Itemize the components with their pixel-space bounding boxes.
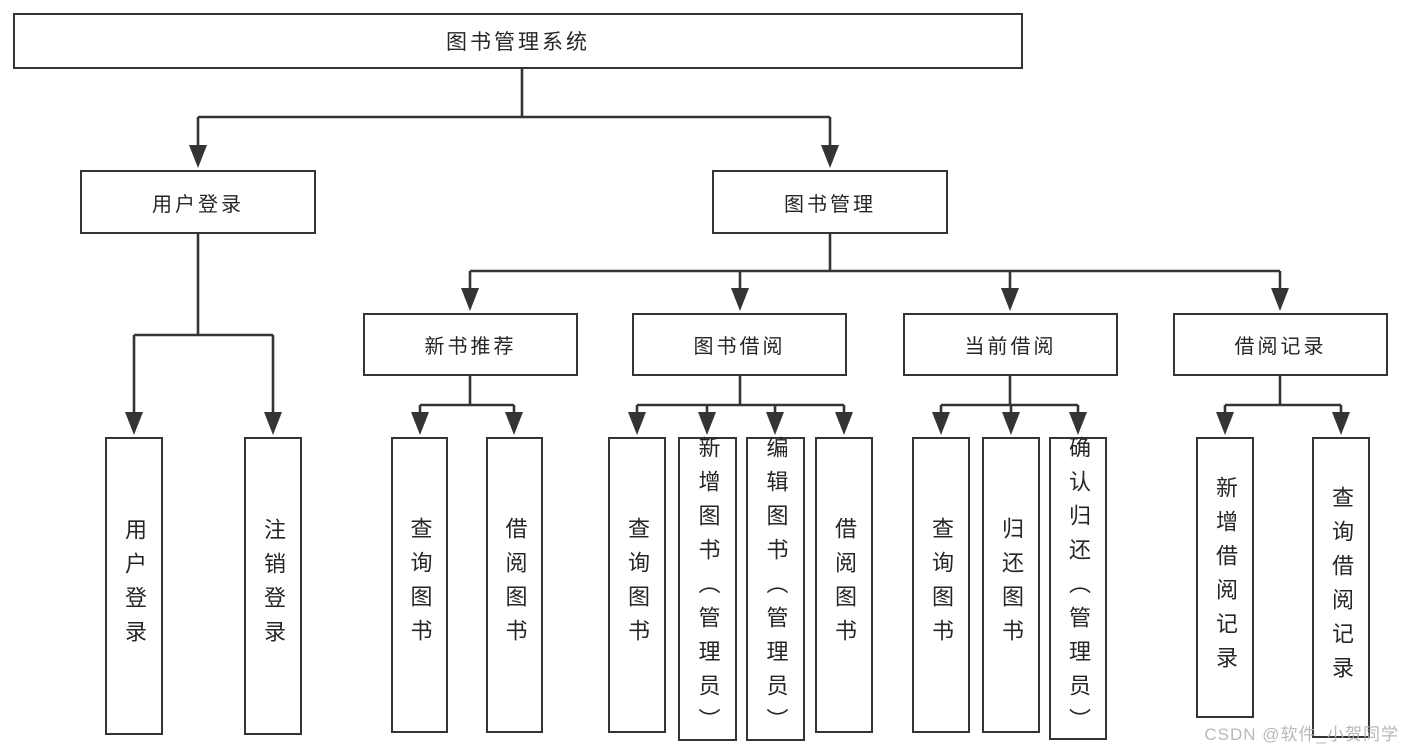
leaf-query-books-recommend: 查询图书 [391,437,448,733]
csdn-watermark: CSDN @软件_小贺同学 [1204,725,1399,744]
connector-user-login-to-leaves [125,234,282,435]
leaf-borrow-books-recommend: 借阅图书 [486,437,543,733]
node-book-management-label: 图书管理 [784,193,876,216]
leaf-query-books-borrow-label: 查询图书 [625,517,650,653]
node-current-borrow: 当前借阅 [903,313,1118,376]
connector-current-borrow-to-leaves [932,376,1087,435]
leaf-borrow-books-label: 借阅图书 [832,517,857,653]
leaf-logout-login-label: 注销登录 [261,518,286,654]
connector-root-to-level2 [189,69,839,168]
node-new-book-recommend: 新书推荐 [363,313,578,376]
node-root-library-management-system: 图书管理系统 [13,13,1023,69]
leaf-edit-books-admin: 编辑图书（管理员） [746,436,805,742]
leaf-add-books-admin-label: 新增图书（管理员） [695,436,721,742]
node-book-management: 图书管理 [712,170,948,234]
leaf-query-books-recommend-label: 查询图书 [407,517,433,653]
node-borrow-records: 借阅记录 [1173,313,1388,376]
leaf-user-login-label: 用户登录 [122,518,147,654]
leaf-query-borrow-record-label: 查询借阅记录 [1329,485,1354,690]
node-user-login: 用户登录 [80,170,316,234]
leaf-query-books-current: 查询图书 [912,437,970,733]
leaf-confirm-return-admin-label: 确认归还（管理员） [1066,435,1091,742]
leaf-logout-login: 注销登录 [244,437,302,735]
leaf-add-borrow-record: 新增借阅记录 [1196,437,1254,718]
leaf-query-books-current-label: 查询图书 [929,517,954,653]
node-book-borrow: 图书借阅 [632,313,847,376]
leaf-query-books-borrow: 查询图书 [608,437,666,733]
leaf-confirm-return-admin: 确认归还（管理员） [1049,435,1107,742]
leaf-user-login: 用户登录 [105,437,163,735]
leaf-add-books-admin: 新增图书（管理员） [678,436,737,742]
connector-new-book-recommend-to-leaves [411,376,523,435]
leaf-return-books-label: 归还图书 [999,517,1024,653]
leaf-query-borrow-record: 查询借阅记录 [1312,437,1370,738]
node-current-borrow-label: 当前借阅 [964,336,1057,358]
node-book-borrow-label: 图书借阅 [693,336,786,358]
leaf-borrow-books-recommend-label: 借阅图书 [502,517,528,653]
leaf-return-books: 归还图书 [982,437,1040,733]
connector-borrow-records-to-leaves [1216,376,1350,435]
node-user-login-label: 用户登录 [152,193,244,216]
node-borrow-records-label: 借阅记录 [1234,336,1327,358]
connector-book-management-to-level3 [461,234,1289,311]
leaf-add-borrow-record-label: 新增借阅记录 [1213,475,1238,680]
connector-book-borrow-to-leaves [628,376,853,435]
node-root-label: 图书管理系统 [446,31,590,54]
node-new-book-recommend-label: 新书推荐 [424,336,517,358]
leaf-borrow-books: 借阅图书 [815,437,873,733]
leaf-edit-books-admin-label: 编辑图书（管理员） [763,436,789,742]
